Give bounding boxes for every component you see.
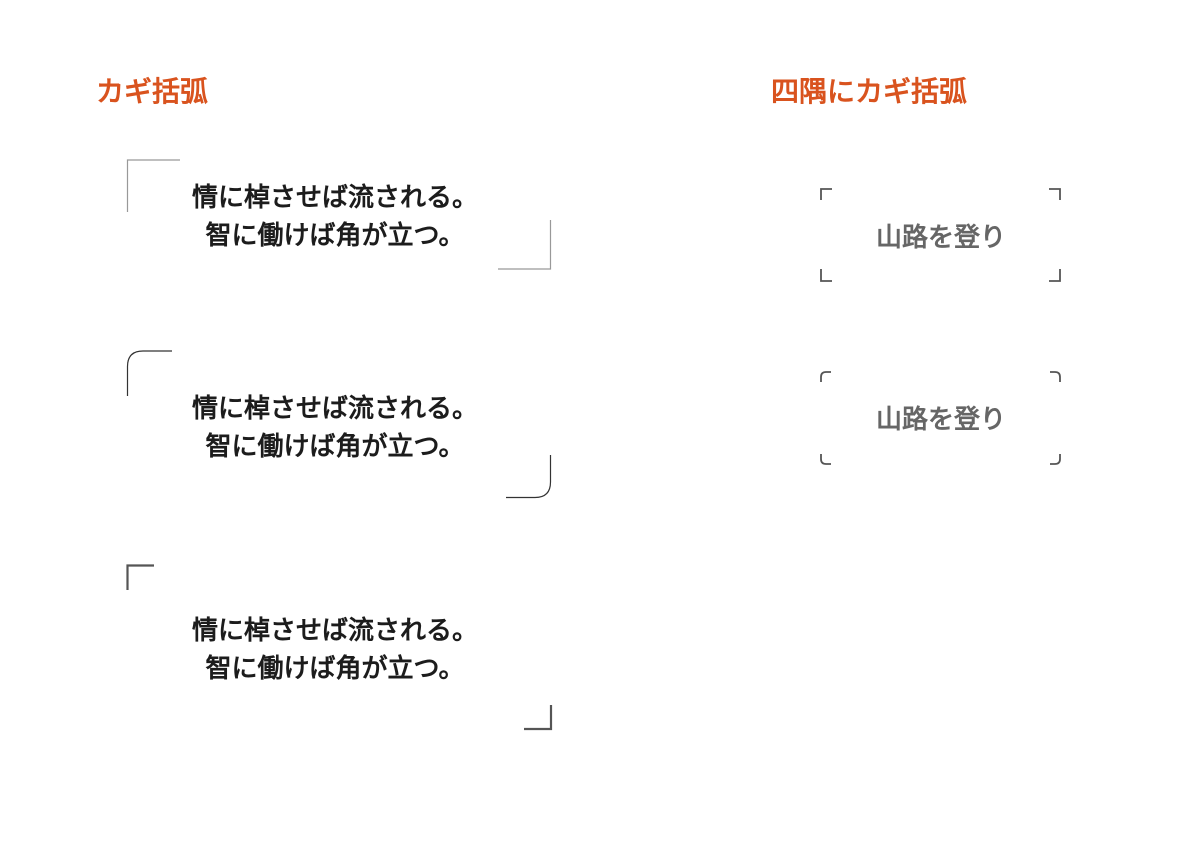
corner-bracket-label-rounded: 山路を登り — [875, 405, 1006, 435]
quote-line-1: 情に棹させば流される。 — [191, 394, 478, 424]
section-heading-right: 四隅にカギ括弧 — [771, 75, 968, 108]
close-bracket-short-thick — [524, 705, 553, 731]
section-heading-left: カギ括弧 — [96, 75, 209, 108]
quote-line-1: 情に棹させば流される。 — [191, 616, 478, 646]
quote-text-short: 情に棹させば流される。 智に働けば角が立つ。 — [150, 612, 520, 688]
quote-line-2: 智に働けば角が立つ。 — [205, 221, 465, 251]
corner-bracket-label-square: 山路を登り — [875, 223, 1006, 253]
quote-line-2: 智に働けば角が立つ。 — [205, 654, 465, 684]
open-bracket-short-thick — [126, 564, 154, 590]
quote-line-1: 情に棹させば流される。 — [191, 183, 478, 213]
quote-line-2: 智に働けば角が立つ。 — [205, 432, 465, 462]
quote-text-rounded: 情に棹させば流される。 智に働けば角が立つ。 — [150, 390, 520, 466]
quote-text-square: 情に棹させば流される。 智に働けば角が立つ。 — [150, 179, 520, 255]
